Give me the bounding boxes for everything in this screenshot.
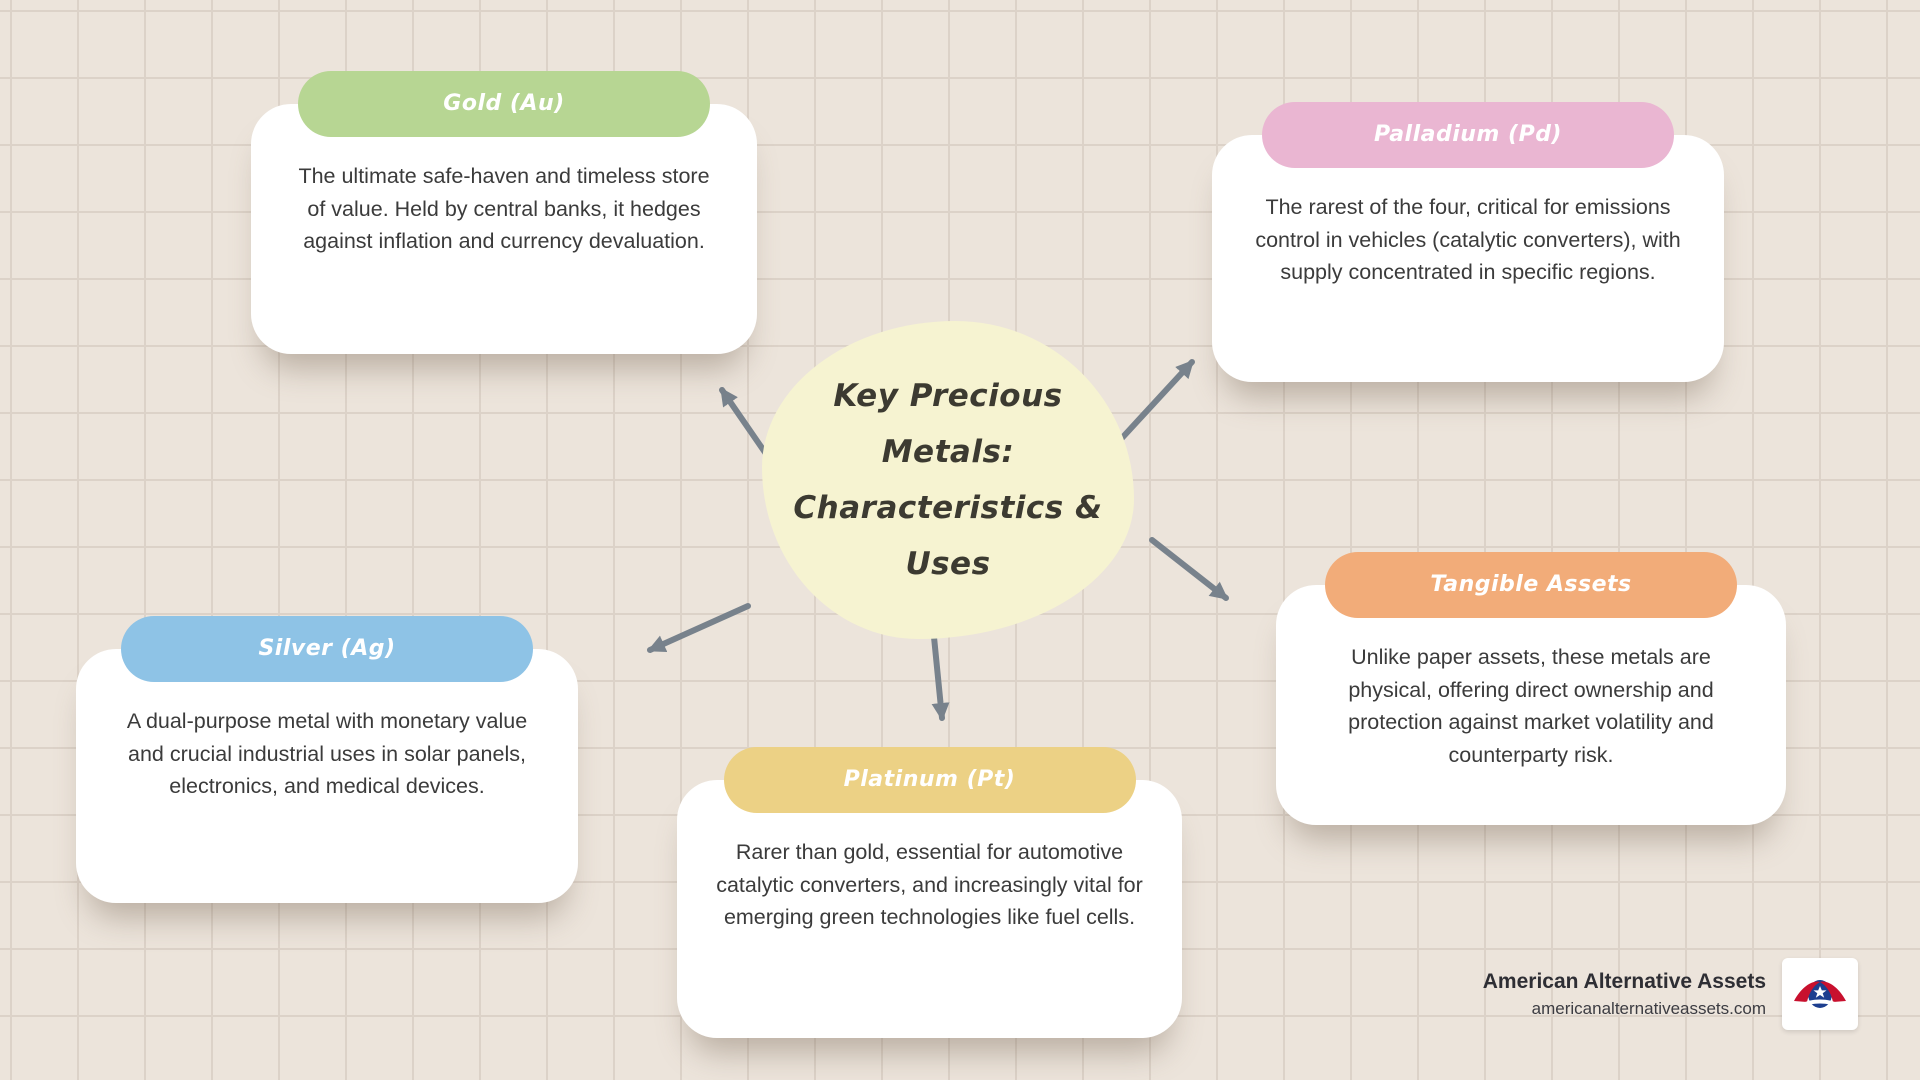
node-card-silver: Silver (Ag) A dual-purpose metal with mo…	[76, 616, 578, 903]
brand-website: americanalternativeassets.com	[1531, 998, 1766, 1018]
brand-logo	[1782, 958, 1858, 1030]
node-text-tangible: Unlike paper assets, these metals are ph…	[1348, 645, 1714, 768]
central-topic-title-line-2: Characteristics &	[793, 490, 1103, 526]
central-topic-blob: Key Precious Metals: Characteristics & U…	[762, 321, 1134, 639]
node-text-silver: A dual-purpose metal with monetary value…	[126, 709, 528, 799]
node-text-palladium: The rarest of the four, critical for emi…	[1255, 195, 1681, 285]
eagle-emblem-icon	[1794, 980, 1846, 1008]
node-card-gold: Gold (Au) The ultimate safe-haven and ti…	[251, 71, 757, 354]
node-text-gold: The ultimate safe-haven and timeless sto…	[298, 164, 710, 254]
node-pill-tangible: Tangible Assets	[1325, 552, 1737, 618]
node-card-tangible: Tangible Assets Unlike paper assets, the…	[1276, 552, 1786, 825]
brand-name: American Alternative Assets	[1482, 970, 1766, 994]
node-pill-gold: Gold (Au)	[298, 71, 710, 137]
footer-branding: American Alternative Assets americanalte…	[1483, 958, 1858, 1030]
arrow-to-platinum	[931, 634, 950, 721]
node-text-platinum: Rarer than gold, essential for automotiv…	[716, 840, 1143, 930]
node-pill-platinum: Platinum (Pt)	[723, 747, 1136, 813]
arrow-to-silver	[647, 603, 751, 653]
node-pill-silver: Silver (Ag)	[121, 616, 533, 682]
node-card-palladium: Palladium (Pd) The rarest of the four, c…	[1212, 102, 1724, 382]
central-topic-title-line-3: Uses	[905, 546, 991, 582]
arrow-to-tangible	[1149, 537, 1229, 601]
central-topic-title-line-1: Key Precious Metals:	[833, 378, 1063, 470]
node-card-platinum: Platinum (Pt) Rarer than gold, essential…	[677, 747, 1182, 1038]
node-pill-palladium: Palladium (Pd)	[1262, 102, 1674, 168]
